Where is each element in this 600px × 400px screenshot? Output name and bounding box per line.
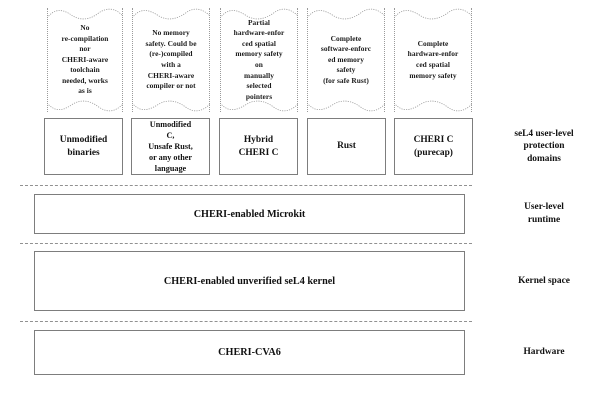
layer-band-label: CHERI-CVA6 <box>218 347 281 358</box>
domain-box-hybrid-cheri-c[interactable]: Hybrid CHERI C <box>219 118 298 175</box>
side-label-user-level-protection-domains: seL4 user-level protection domains <box>492 118 596 175</box>
side-label-hardware: Hardware <box>492 330 596 375</box>
domain-box-cheri-c-purecap[interactable]: CHERI C (purecap) <box>394 118 473 175</box>
note-unmodified-c: No memory safety. Could be (re-)compiled… <box>132 8 210 112</box>
domain-box-label: Unmodified binaries <box>59 135 108 158</box>
separator-user-domains-runtime <box>20 185 472 186</box>
torn-edge-top-icon <box>132 8 210 20</box>
note-text: Partial hardware-enfor ced spatial memor… <box>233 17 285 101</box>
side-label-user-level-runtime: User-level runtime <box>492 194 596 234</box>
note-text: Complete hardware-enfor ced spatial memo… <box>407 38 459 80</box>
domain-box-label: CHERI C (purecap) <box>413 135 454 158</box>
layer-band-cheri-cva6[interactable]: CHERI-CVA6 <box>34 330 465 375</box>
layer-band-label: CHERI-enabled Microkit <box>193 208 306 220</box>
note-hybrid-cheri-c: Partial hardware-enfor ced spatial memor… <box>220 8 298 112</box>
domain-box-unmodified-binaries[interactable]: Unmodified binaries <box>44 118 123 175</box>
domain-box-unmodified-c[interactable]: Unmodified C, Unsafe Rust, or any other … <box>131 118 210 175</box>
layer-band-microkit[interactable]: CHERI-enabled Microkit <box>34 194 465 234</box>
torn-edge-top-icon <box>394 8 472 20</box>
note-unmodified-binaries: No re-compilation nor CHERI-aware toolch… <box>47 8 123 112</box>
torn-edge-top-icon <box>307 8 385 20</box>
note-text: Complete software-enforc ed memory safet… <box>320 33 372 85</box>
note-text: No re-compilation nor CHERI-aware toolch… <box>61 22 109 96</box>
side-label-text: User-level runtime <box>524 202 564 225</box>
note-text: No memory safety. Could be (re-)compiled… <box>145 28 197 91</box>
domain-box-label: Unmodified C, Unsafe Rust, or any other … <box>148 119 193 174</box>
separator-runtime-kernel <box>20 243 472 244</box>
side-label-kernel-space: Kernel space <box>492 251 596 311</box>
side-label-text: seL4 user-level protection domains <box>514 128 574 164</box>
domain-box-label: Rust <box>337 141 356 152</box>
torn-edge-bottom-icon <box>47 100 123 112</box>
note-cheri-c-purecap: Complete hardware-enfor ced spatial memo… <box>394 8 472 112</box>
torn-edge-bottom-icon <box>132 100 210 112</box>
note-rust: Complete software-enforc ed memory safet… <box>307 8 385 112</box>
torn-edge-bottom-icon <box>307 100 385 112</box>
torn-edge-bottom-icon <box>394 100 472 112</box>
layer-band-sel4-kernel[interactable]: CHERI-enabled unverified seL4 kernel <box>34 251 465 311</box>
separator-kernel-hardware <box>20 321 472 322</box>
domain-box-label: Hybrid CHERI C <box>238 135 279 158</box>
layer-band-label: CHERI-enabled unverified seL4 kernel <box>163 275 336 287</box>
side-label-text: Kernel space <box>518 275 570 286</box>
domain-box-rust[interactable]: Rust <box>307 118 386 175</box>
torn-edge-top-icon <box>47 8 123 20</box>
side-label-text: Hardware <box>523 347 565 358</box>
